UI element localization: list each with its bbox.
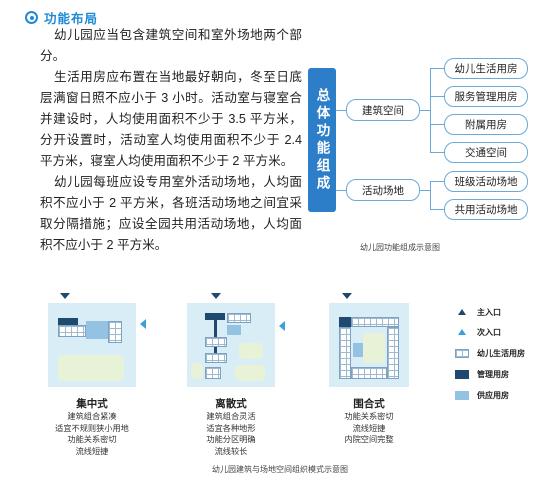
yard xyxy=(239,343,263,359)
yard xyxy=(191,363,203,379)
mode-title: 离散式 xyxy=(215,398,247,410)
connector xyxy=(420,110,430,111)
leaf-shared-activity-site: 共用活动场地 xyxy=(444,199,528,220)
management-block xyxy=(205,313,225,320)
secondary-entrance-icon xyxy=(279,321,285,331)
living-block xyxy=(387,327,399,379)
connector xyxy=(430,124,444,125)
supply-room-swatch xyxy=(455,390,469,400)
living-block xyxy=(205,353,227,363)
scattered-diagram xyxy=(187,293,285,387)
living-block xyxy=(108,321,122,343)
child-living-room-swatch xyxy=(455,348,469,358)
mode-title: 集中式 xyxy=(76,398,108,410)
leaf-service-management-room: 服务管理用房 xyxy=(444,86,528,107)
connector xyxy=(430,68,431,152)
desc-line: 流线短捷 xyxy=(352,423,386,433)
legend-item: 管理用房 xyxy=(455,365,551,383)
connector xyxy=(430,181,444,182)
bullet-circle-icon xyxy=(25,11,38,24)
mode-desc: 建筑组合紧凑 适宜不规则狭小用地 功能关系密切 流线短捷 xyxy=(38,411,146,457)
secondary-entrance-icon xyxy=(140,319,146,329)
leaf-child-living-room: 幼儿生活用房 xyxy=(444,58,528,79)
living-block xyxy=(351,367,387,379)
section-title: 功能布局 xyxy=(44,12,99,26)
living-block xyxy=(58,325,86,337)
mode-desc: 功能关系密切 流线短捷 内院空间完整 xyxy=(314,411,424,446)
main-entrance-icon xyxy=(342,293,352,299)
supply-block xyxy=(353,343,363,357)
paragraph-2: 生活用房应布置在当地最好朝向，冬至日底层满窗日照不应小于 3 小时。活动室与寝室… xyxy=(40,70,302,168)
branch-activity-site: 活动场地 xyxy=(346,179,420,201)
mode-desc: 建筑组合灵活 适宜各种地形 功能分区明确 流线较长 xyxy=(177,411,285,457)
connector xyxy=(430,96,444,97)
management-room-swatch xyxy=(455,369,469,379)
leaf-auxiliary-room: 附属用房 xyxy=(444,114,528,135)
paragraph-1: 幼儿园应当包含建筑空间和室外场地两个部分。 xyxy=(40,28,302,63)
main-entrance-icon xyxy=(458,309,466,315)
branch-building-space: 建筑空间 xyxy=(346,99,420,121)
living-block xyxy=(339,327,351,379)
desc-line: 功能分区明确 xyxy=(206,435,256,444)
leaf-class-activity-site: 班级活动场地 xyxy=(444,171,528,192)
desc-line: 流线短捷 xyxy=(75,446,109,456)
yard xyxy=(235,365,265,381)
desc-line: 流线较长 xyxy=(214,446,248,456)
layout-caption: 幼儿园建筑与场地空间组织模式示意图 xyxy=(212,465,348,474)
desc-line: 内院空间完整 xyxy=(344,435,394,444)
legend-label: 幼儿生活用房 xyxy=(477,348,525,358)
centralized-diagram xyxy=(48,293,146,387)
legend-item: 供应用房 xyxy=(455,386,551,404)
composition-caption: 幼儿园功能组成示意图 xyxy=(360,243,440,252)
connector xyxy=(430,181,431,209)
connector xyxy=(336,110,346,111)
enclosed-diagram xyxy=(329,293,409,387)
legend-item: 次入口 xyxy=(455,323,551,341)
section-heading: 功能布局 xyxy=(25,8,98,27)
living-block xyxy=(205,337,227,347)
legend-label: 管理用房 xyxy=(477,369,509,379)
supply-block xyxy=(227,325,241,335)
paragraph-3: 幼儿园每班应设专用室外活动场地，人均面积不应小于 2 平方米，各班活动场地之间宜… xyxy=(40,175,302,252)
yard xyxy=(58,355,124,381)
legend-item: 主入口 xyxy=(455,303,551,321)
secondary-entrance-icon xyxy=(458,329,466,335)
desc-line: 功能关系密切 xyxy=(344,412,394,421)
mode-title: 围合式 xyxy=(353,398,385,410)
desc-line: 建筑组合灵活 xyxy=(206,412,256,421)
living-block xyxy=(205,367,221,379)
management-block xyxy=(58,318,78,325)
living-block xyxy=(227,313,251,323)
connector xyxy=(336,190,346,191)
desc-line: 功能关系密切 xyxy=(67,435,117,444)
connector xyxy=(420,190,430,191)
living-block xyxy=(351,317,399,327)
root-node: 总体功能组成 xyxy=(308,68,336,212)
desc-line: 适宜不规则狭小用地 xyxy=(55,423,129,433)
connector xyxy=(430,209,444,210)
courtyard xyxy=(363,333,385,363)
connector xyxy=(430,68,444,69)
desc-line: 建筑组合紧凑 xyxy=(67,412,117,421)
legend: 主入口 次入口 幼儿生活用房 管理用房 供应用房 xyxy=(455,303,551,404)
legend-item: 幼儿生活用房 xyxy=(455,344,551,362)
management-block xyxy=(339,317,351,327)
main-entrance-icon xyxy=(60,293,70,299)
legend-label: 次入口 xyxy=(477,327,501,337)
leaf-circulation-space: 交通空间 xyxy=(444,142,528,163)
desc-line: 适宜各种地形 xyxy=(206,423,256,433)
supply-block xyxy=(86,321,108,339)
legend-label: 主入口 xyxy=(477,307,501,317)
main-entrance-icon xyxy=(211,293,221,299)
connector xyxy=(430,152,444,153)
legend-label: 供应用房 xyxy=(477,390,509,400)
